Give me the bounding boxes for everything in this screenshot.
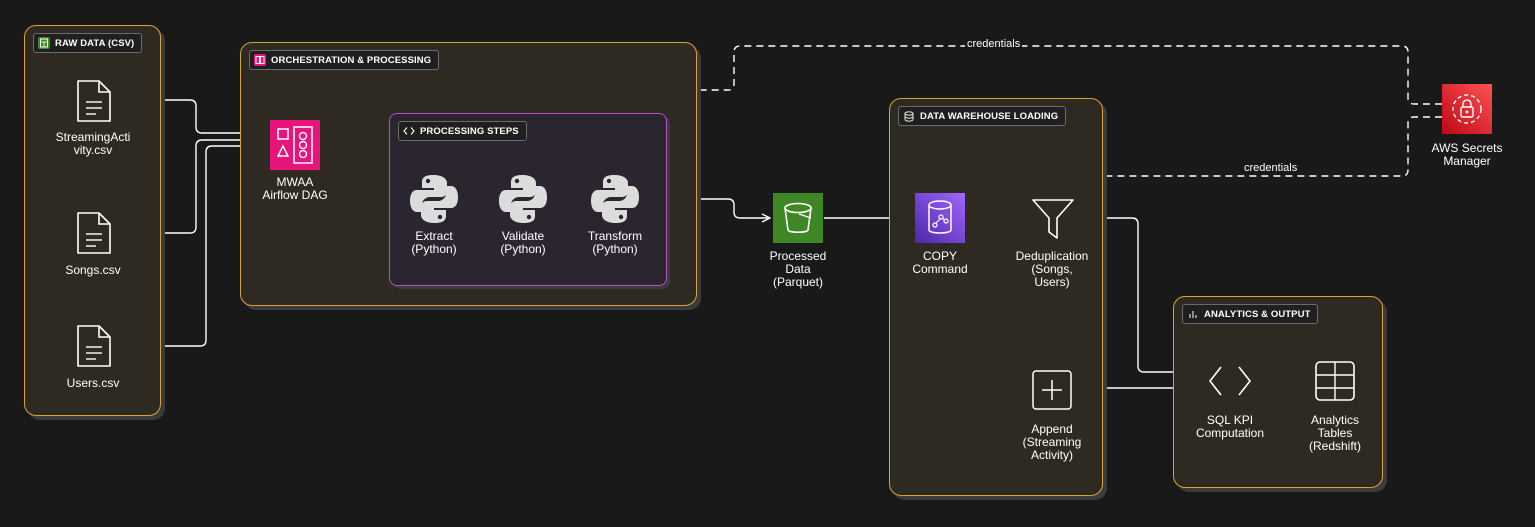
transform-label: Transform (Python) <box>587 229 643 256</box>
mwaa-label: MWAA Airflow DAG <box>262 175 328 202</box>
database-icon <box>903 110 915 122</box>
extract-node[interactable] <box>408 173 460 225</box>
warehouse-title: DATA WAREHOUSE LOADING <box>920 110 1059 122</box>
raw-data-title: RAW DATA (CSV) <box>55 37 135 49</box>
analytics-title: ANALYTICS & OUTPUT <box>1204 308 1311 320</box>
copy-command-node[interactable] <box>915 193 965 243</box>
warehouse-group: DATA WAREHOUSE LOADING <box>889 98 1103 496</box>
edge-songs-to-mwaa <box>118 140 268 234</box>
mwaa-icon <box>254 54 266 66</box>
plus-icon <box>1032 370 1072 410</box>
filter-icon <box>1032 199 1074 239</box>
processing-steps-title: PROCESSING STEPS <box>420 125 519 137</box>
python-icon <box>410 175 458 223</box>
spreadsheet-icon <box>38 37 50 49</box>
python-icon <box>591 175 639 223</box>
processed-data-label: Processed Data (Parquet) <box>769 249 827 289</box>
edge-streaming-to-mwaa <box>118 99 268 133</box>
credentials-label-bottom: credentials <box>1242 162 1300 174</box>
deduplication-label: Deduplication (Songs, Users) <box>1015 249 1089 289</box>
songs-csv-node[interactable] <box>72 210 116 256</box>
raw-data-header: RAW DATA (CSV) <box>33 33 143 53</box>
users-csv-node[interactable] <box>72 323 116 369</box>
sql-kpi-node[interactable] <box>1207 364 1253 398</box>
extract-label: Extract (Python) <box>411 229 457 256</box>
table-icon <box>1315 361 1355 401</box>
processed-data-node[interactable] <box>773 193 823 243</box>
validate-node[interactable] <box>497 173 549 225</box>
transform-node[interactable] <box>589 173 641 225</box>
code-brackets-icon <box>403 125 415 137</box>
raw-data-group: RAW DATA (CSV) <box>24 25 161 416</box>
copy-command-label: COPY Command <box>912 249 968 276</box>
analytics-tables-label: Analytics Tables (Redshift) <box>1308 413 1361 453</box>
deduplication-node[interactable] <box>1030 196 1076 242</box>
analytics-group: ANALYTICS & OUTPUT <box>1173 296 1383 488</box>
secrets-manager-label: AWS Secrets Manager <box>1431 141 1503 168</box>
edge-secrets-to-mwaa-dashed <box>330 45 1442 137</box>
orchestration-header: ORCHESTRATION & PROCESSING <box>249 50 440 70</box>
processing-steps-group: PROCESSING STEPS <box>389 113 667 286</box>
sql-kpi-label: SQL KPI Computation <box>1195 413 1265 440</box>
edge-transform-to-s3 <box>640 198 770 218</box>
bar-chart-icon <box>1187 308 1199 320</box>
streaming-csv-label: StreamingActi vity.csv <box>55 130 131 157</box>
mwaa-icon <box>270 120 320 170</box>
secrets-manager-node[interactable] <box>1442 84 1492 134</box>
document-icon <box>77 80 111 122</box>
warehouse-header: DATA WAREHOUSE LOADING <box>898 106 1067 126</box>
edge-dedup-to-sql <box>1078 217 1206 372</box>
streaming-csv-node[interactable] <box>72 78 116 124</box>
validate-label: Validate (Python) <box>500 229 546 256</box>
python-icon <box>499 175 547 223</box>
append-label: Append (Streaming Activity) <box>1022 422 1082 462</box>
analytics-tables-node[interactable] <box>1315 361 1355 401</box>
processing-steps-header: PROCESSING STEPS <box>398 121 527 141</box>
document-icon <box>77 325 111 367</box>
redshift-icon <box>915 193 965 243</box>
document-icon <box>77 212 111 254</box>
secrets-manager-icon <box>1442 84 1492 134</box>
append-node[interactable] <box>1032 370 1072 410</box>
songs-csv-label: Songs.csv <box>65 263 121 277</box>
orchestration-title: ORCHESTRATION & PROCESSING <box>271 54 432 66</box>
credentials-label-top: credentials <box>965 38 1023 50</box>
analytics-header: ANALYTICS & OUTPUT <box>1182 304 1319 324</box>
users-csv-label: Users.csv <box>66 376 120 390</box>
mwaa-node[interactable] <box>270 120 320 170</box>
s3-bucket-icon <box>773 193 823 243</box>
edge-users-to-mwaa <box>118 146 268 347</box>
code-brackets-icon <box>1208 366 1252 396</box>
